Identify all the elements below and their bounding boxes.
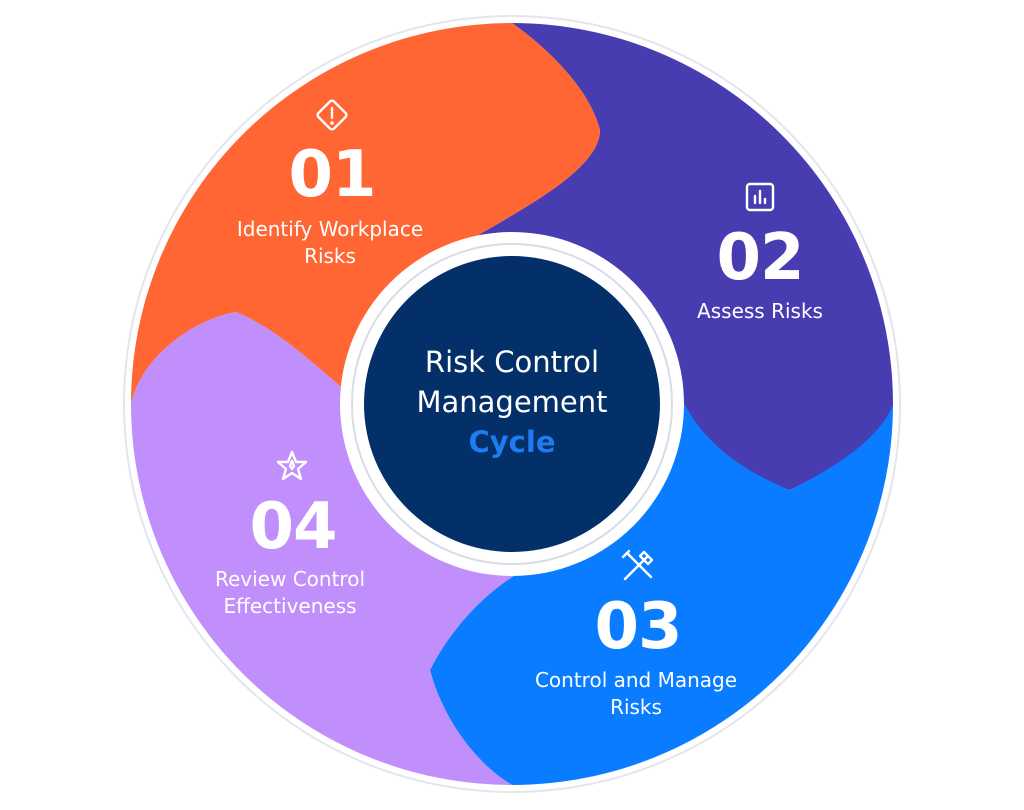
- inner-ring: [351, 243, 673, 565]
- step-01-number: 01: [288, 138, 375, 212]
- step-04-label-line2: Effectiveness: [223, 594, 356, 618]
- bar-chart-icon: [745, 182, 775, 212]
- star-icon: [276, 450, 308, 481]
- step-03-label-line2: Risks: [610, 695, 662, 719]
- step-03-label-line1: Control and Manage: [535, 668, 737, 692]
- warning-diamond-icon: [316, 99, 348, 131]
- center-title-line1: Risk Control: [425, 345, 599, 379]
- step-04-label-line1: Review Control: [215, 567, 365, 591]
- segment-02: [470, 23, 893, 490]
- step-02: 02 Assess Risks: [697, 182, 823, 323]
- step-03-number: 03: [594, 590, 681, 664]
- center-circle: [364, 256, 660, 552]
- step-01-label-line2: Risks: [304, 244, 356, 268]
- segment-03: [430, 395, 893, 785]
- step-01: 01 Identify Workplace Risks: [237, 99, 423, 268]
- step-04: 04 Review Control Effectiveness: [215, 450, 365, 618]
- step-01-label-line1: Identify Workplace: [237, 217, 423, 241]
- step-03: 03 Control and Manage Risks: [535, 549, 737, 719]
- segment-01: [131, 23, 600, 404]
- center-title-line2: Management: [416, 385, 607, 419]
- tools-icon: [621, 549, 654, 581]
- segment-04: [131, 312, 560, 785]
- step-02-number: 02: [716, 221, 803, 295]
- step-02-label-line1: Assess Risks: [697, 299, 823, 323]
- center-title-accent: Cycle: [469, 425, 556, 459]
- step-04-number: 04: [249, 490, 336, 564]
